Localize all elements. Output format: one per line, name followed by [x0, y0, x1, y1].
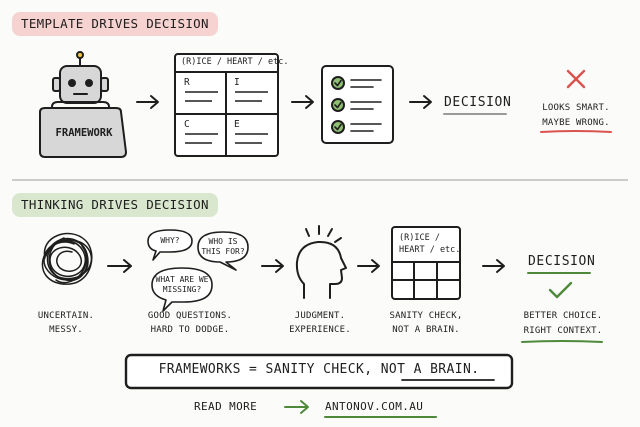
- red-underline: [540, 130, 612, 133]
- head-caption-1: JUDGMENT.: [294, 311, 346, 321]
- card-title: (R)ICE / HEART / etc.: [181, 57, 289, 67]
- speech-bubbles: [147, 229, 249, 312]
- arrow-icon: [136, 95, 159, 109]
- questions-caption-1: GOOD QUESTIONS.: [147, 311, 233, 321]
- sanity-card: [391, 226, 461, 300]
- bubble-who-text-1: WHO IS: [208, 237, 238, 246]
- section-title-thinking: THINKING DRIVES DECISION: [12, 193, 218, 217]
- better-line-1: BETTER CHOICE.: [523, 311, 603, 321]
- framework-label: FRAMEWORK: [55, 127, 113, 139]
- verdict-line-1: LOOKS SMART.: [542, 103, 610, 113]
- scribble-caption-1: UNCERTAIN.: [37, 311, 95, 321]
- check-icon: [548, 281, 573, 299]
- bubble-who-text-2: THIS FOR?: [201, 247, 245, 256]
- arrow-icon: [107, 259, 132, 273]
- bubble-who: [197, 231, 249, 271]
- green-underline: [521, 340, 603, 343]
- bubble-missing-text-1: WHAT ARE WE: [155, 275, 209, 284]
- decision-label-thinking: DECISION: [528, 254, 596, 269]
- bubble-why: [147, 229, 193, 261]
- sanity-caption-1: SANITY CHECK,: [389, 311, 463, 321]
- questions-caption-2: HARD TO DODGE.: [150, 325, 230, 335]
- framework-card: [174, 53, 279, 157]
- footer-link[interactable]: ANTONOV.COM.AU: [325, 400, 424, 413]
- robot-icon: [39, 51, 127, 158]
- arrow-icon: [261, 259, 284, 273]
- banner-text-underlined: NOT A BRAIN.: [380, 362, 480, 377]
- arrow-icon: [291, 95, 314, 109]
- sanity-caption-2: NOT A BRAIN.: [392, 325, 460, 335]
- arrow-icon: [357, 259, 380, 273]
- scribble-caption-2: MESSY.: [49, 325, 83, 335]
- x-icon: [566, 69, 586, 89]
- card-cell-c: C: [184, 119, 190, 130]
- better-line-2: RIGHT CONTEXT.: [523, 326, 603, 336]
- checklist-icon: [321, 65, 394, 144]
- bubble-missing-text-2: MISSING?: [162, 285, 202, 294]
- card-cell-r: R: [184, 77, 190, 88]
- head-icon: [295, 225, 347, 299]
- read-more-label: READ MORE: [194, 400, 258, 413]
- bubble-missing: [151, 267, 213, 312]
- scribble-icon: [41, 232, 93, 285]
- arrow-icon: [482, 259, 505, 273]
- banner-text-main: FRAMEWORKS = SANITY CHECK,: [158, 362, 373, 377]
- card-cell-i: I: [234, 77, 240, 88]
- verdict-line-2: MAYBE WRONG.: [542, 118, 610, 128]
- summary-banner: FRAMEWORKS = SANITY CHECK, NOT A BRAIN.: [126, 362, 512, 377]
- arrow-icon: [409, 95, 432, 109]
- card-cell-e: E: [234, 119, 240, 130]
- sanity-card-title-2: HEART / etc.: [399, 245, 461, 255]
- head-caption-2: EXPERIENCE.: [289, 325, 351, 335]
- section-title-template: TEMPLATE DRIVES DECISION: [12, 12, 218, 36]
- decision-label-template: DECISION: [444, 95, 512, 110]
- bubble-why-text: WHY?: [160, 236, 180, 245]
- green-arrow-icon: [284, 400, 309, 414]
- sanity-card-title-1: (R)ICE /: [399, 233, 440, 243]
